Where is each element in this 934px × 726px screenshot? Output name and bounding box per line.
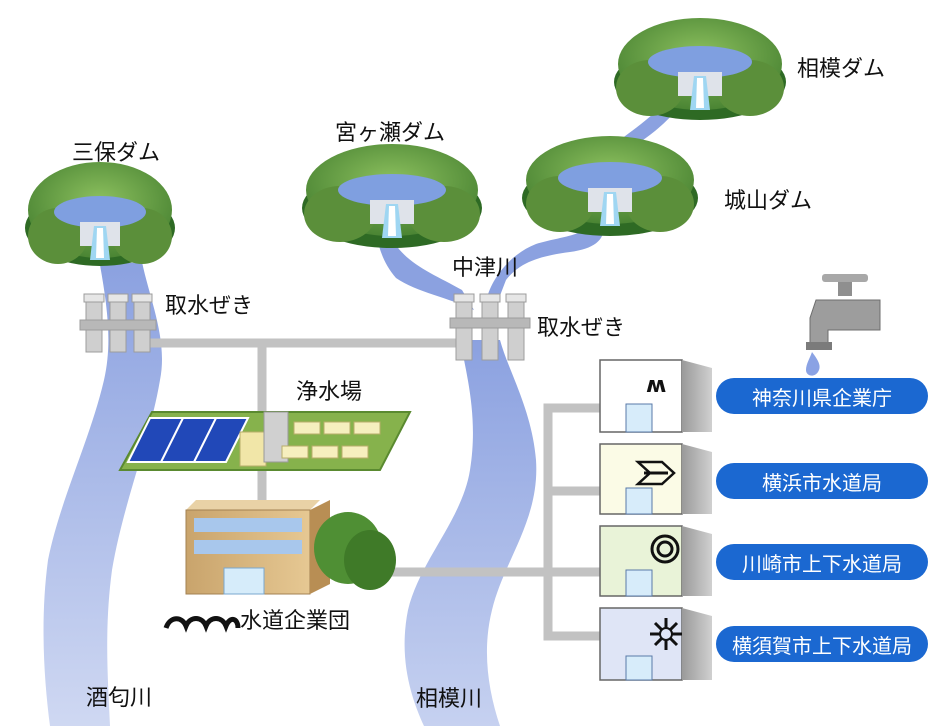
- left-weir: [79, 293, 157, 353]
- nakatsu-river-label: 中津川: [452, 256, 519, 281]
- right-weir: [449, 293, 531, 361]
- miho-dam-scene: [25, 162, 175, 266]
- shiroyama-dam-label: 城山ダム: [724, 189, 813, 214]
- kawasaki-utility-label: 川崎市上下水道局: [716, 544, 928, 580]
- miyagase-dam-scene: [302, 144, 482, 248]
- yokohama-utility-label: 横浜市水道局: [716, 463, 928, 499]
- shiroyama-dam-scene: [522, 136, 698, 236]
- sagami-dam-label: 相模ダム: [797, 57, 886, 82]
- utility-box-kanagawa: ʍ: [599, 359, 712, 433]
- water-drop: [806, 352, 820, 376]
- miho-dam-label: 三保ダム: [72, 141, 161, 166]
- sagami-river: [404, 340, 537, 726]
- sakawa-river: [43, 262, 163, 726]
- svg-text:ʍ: ʍ: [646, 373, 666, 398]
- kanagawa-utility-label: 神奈川県企業庁: [716, 378, 928, 414]
- utility-box-kawasaki: [599, 525, 712, 597]
- authority-label: 水道企業団: [240, 609, 351, 634]
- authority-logo: [163, 616, 241, 633]
- utility-box-yokosuka: [599, 607, 712, 681]
- sakawa-river-label: 酒匂川: [86, 686, 153, 711]
- utility-box-yokohama: [599, 443, 712, 515]
- sagami-dam-scene: [614, 18, 786, 120]
- right-weir-label: 取水ぜき: [537, 316, 626, 341]
- miyagase-dam-label: 宮ヶ瀬ダム: [335, 121, 446, 146]
- sagami-upper-river: [486, 218, 605, 306]
- nakatsu-river: [376, 230, 474, 310]
- purification-plant: [118, 411, 412, 471]
- authority-building: [185, 500, 396, 595]
- left-weir-label: 取水ぜき: [165, 294, 254, 319]
- purification-plant-label: 浄水場: [296, 380, 363, 405]
- yokosuka-utility-label: 横須賀市上下水道局: [716, 626, 928, 662]
- faucet: [806, 274, 881, 376]
- sagami-river-label: 相模川: [416, 687, 483, 712]
